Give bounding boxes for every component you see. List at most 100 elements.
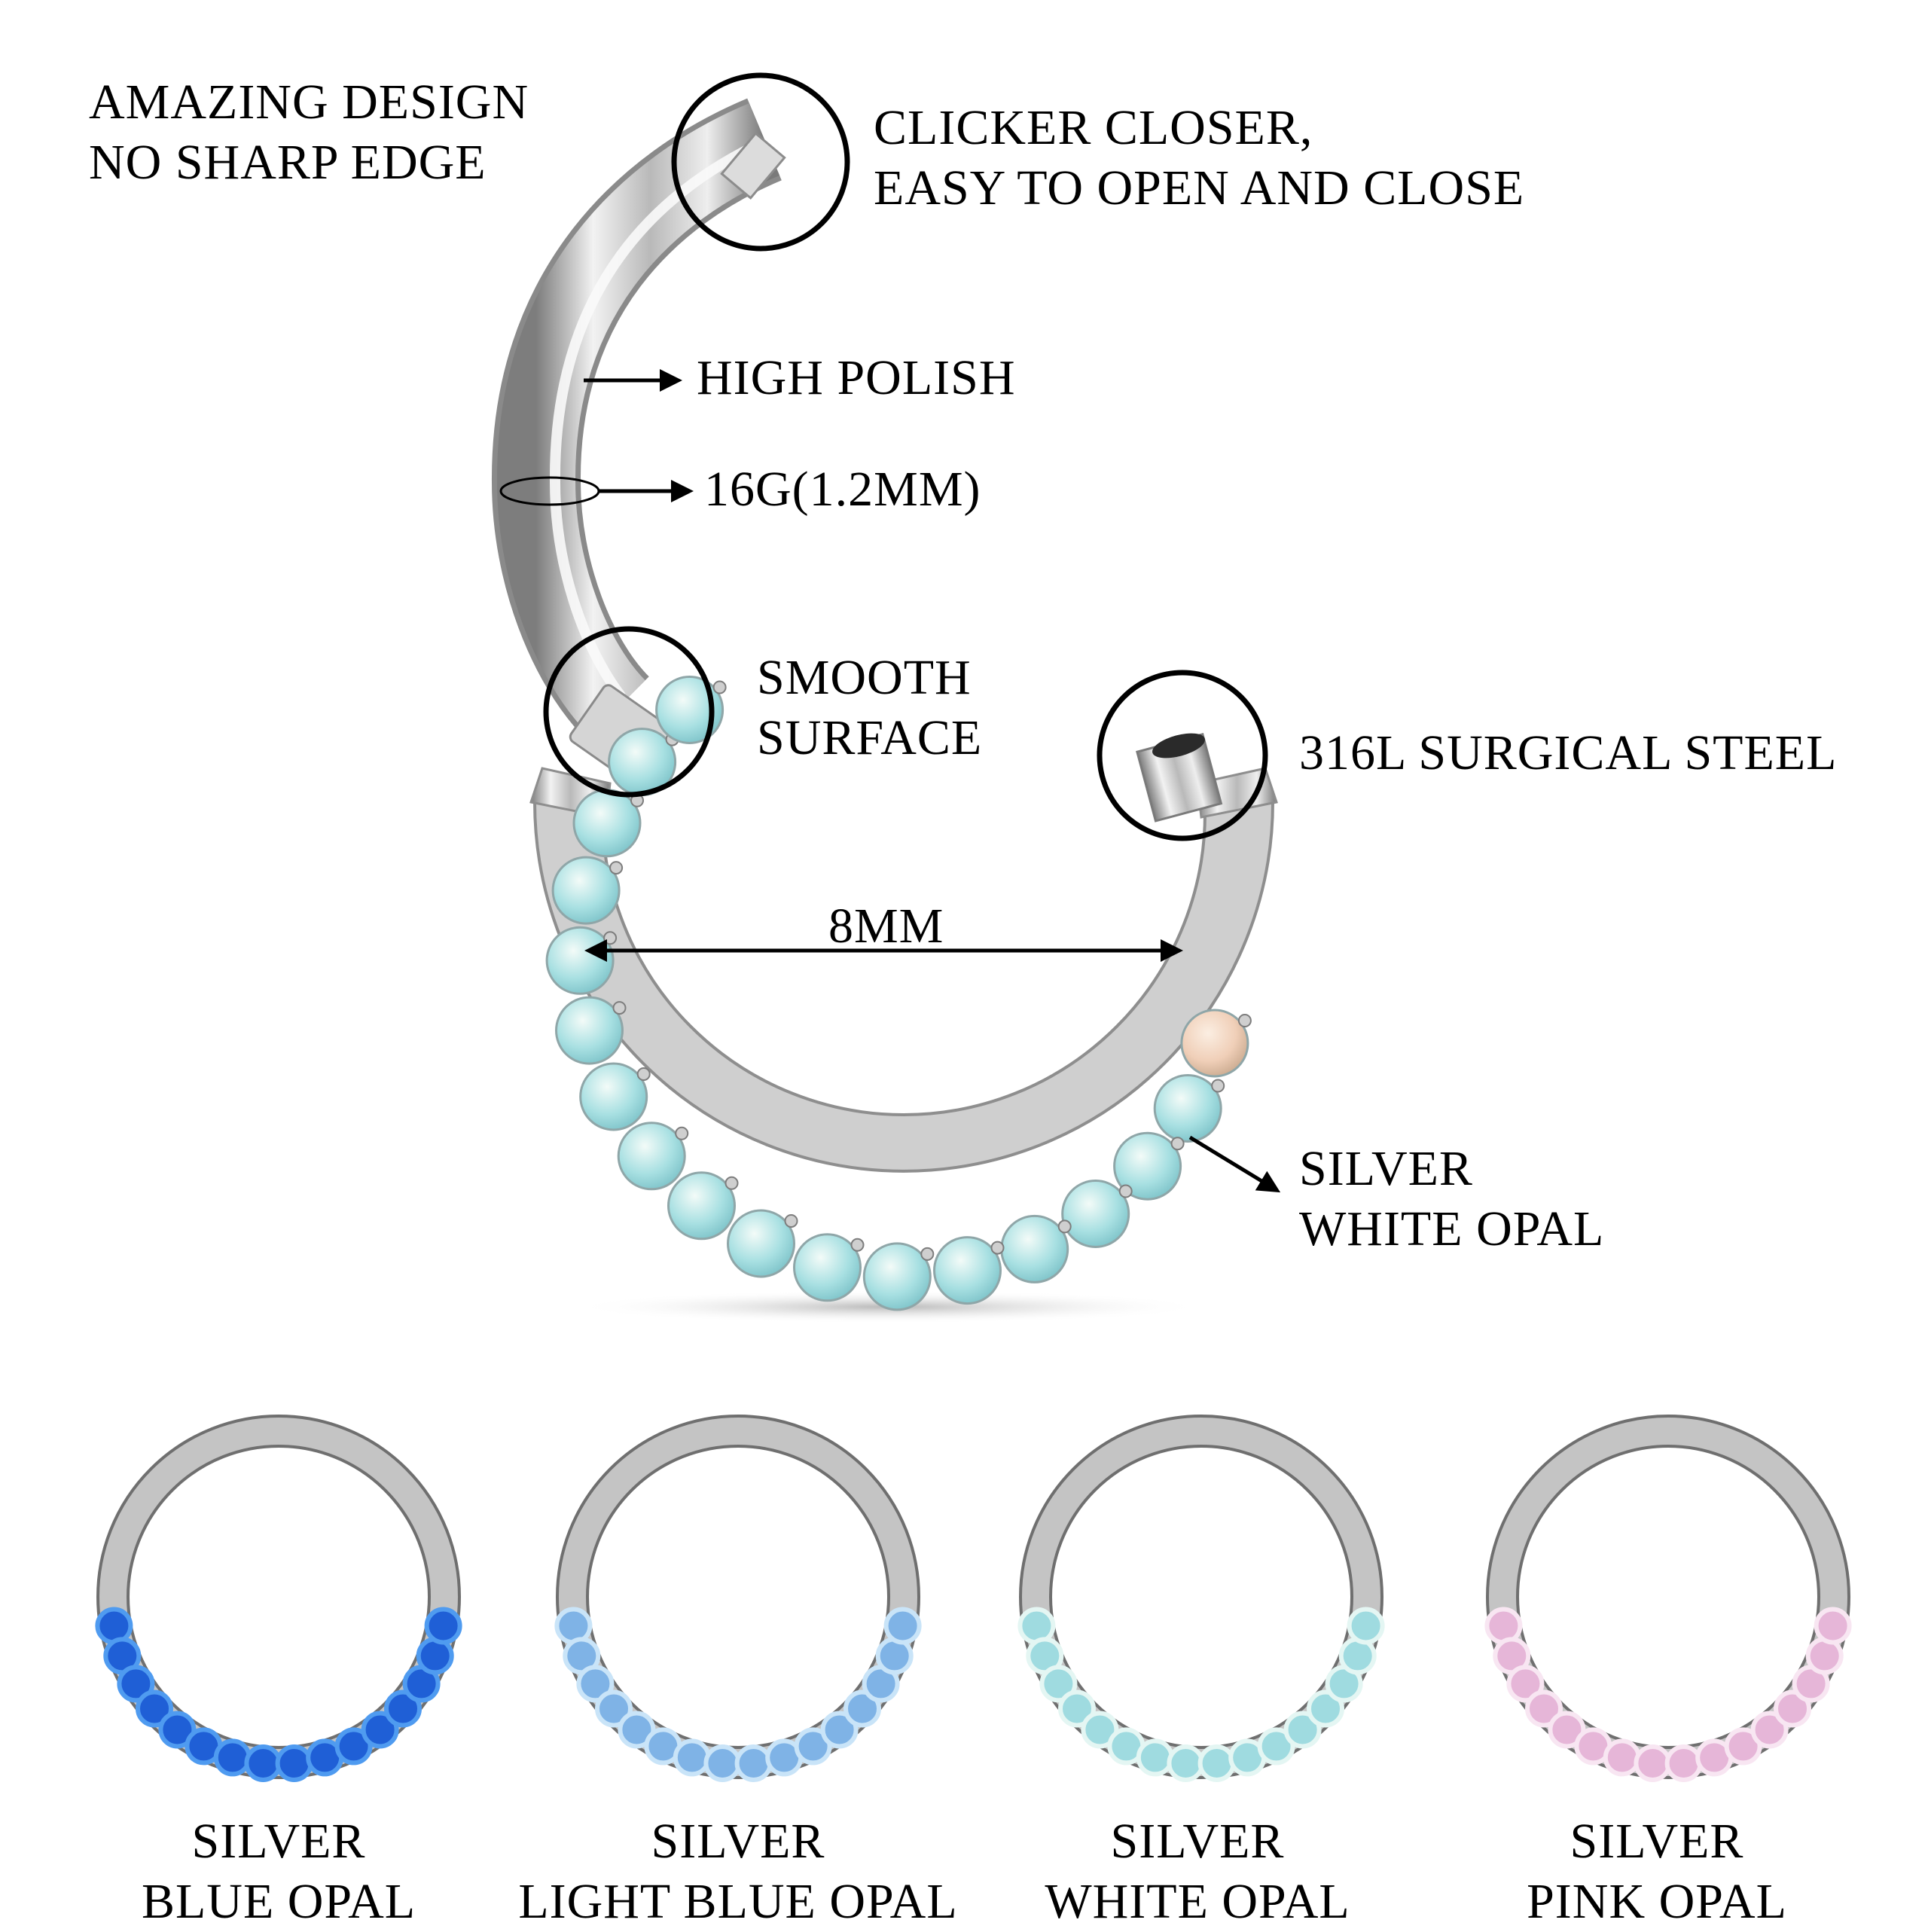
variant-gem — [1664, 1744, 1703, 1782]
variant-gem — [1750, 1711, 1789, 1749]
variant-gem — [1347, 1607, 1385, 1645]
variant-gem — [576, 1665, 615, 1703]
gem-prong — [1057, 1219, 1072, 1234]
opal-gem — [667, 1171, 736, 1241]
variant-gem — [1506, 1665, 1545, 1703]
opal-gem — [1153, 1074, 1222, 1143]
variant-gem — [275, 1744, 313, 1782]
opal-gem — [933, 1236, 1002, 1305]
gauge-label: 16G(1.2MM) — [704, 462, 981, 517]
variant-gem — [1136, 1738, 1174, 1777]
gem-prong — [609, 861, 624, 875]
gem-prong — [725, 1176, 739, 1190]
variant-gem — [1724, 1727, 1762, 1766]
polish-label: HIGH POLISH — [697, 350, 1016, 405]
opal-gem — [1061, 1180, 1130, 1248]
variant-gem — [794, 1727, 832, 1766]
gem-prong — [1237, 1014, 1252, 1027]
gem-prong — [636, 1067, 651, 1081]
opal-gem — [545, 926, 615, 995]
variant-ring-outer-edge — [1486, 1415, 1850, 1779]
variant-ring-outer-edge — [556, 1415, 920, 1779]
variant-gem — [213, 1738, 252, 1777]
variant-ring-inner-edge — [1049, 1445, 1353, 1749]
gem-prong — [990, 1241, 1005, 1255]
steel-label: 316L SURGICAL STEEL — [1299, 725, 1838, 780]
gem-prong — [712, 680, 727, 694]
variant-ring-outer-edge — [1019, 1415, 1383, 1779]
callout-circle-steel — [1097, 670, 1268, 841]
variant-gem — [673, 1738, 711, 1777]
variant-gem — [1774, 1689, 1811, 1728]
variant-gem — [136, 1689, 173, 1728]
opal-gem — [572, 789, 642, 858]
opal-gem — [1000, 1214, 1069, 1283]
gem-prong — [603, 931, 618, 945]
diameter-label: 8MM — [828, 899, 944, 954]
variant-gem — [1197, 1744, 1236, 1782]
opal-gem — [1180, 1009, 1249, 1078]
variant-ring-row — [95, 1415, 1852, 1782]
clicker-tip — [720, 132, 786, 200]
variant-ring-outer-edge — [96, 1415, 461, 1779]
variant-gem — [1814, 1607, 1852, 1645]
variant-ring — [554, 1415, 922, 1782]
gem-prong — [784, 1214, 798, 1228]
gem-prong — [1170, 1137, 1185, 1151]
variant-gem — [1307, 1689, 1344, 1728]
variant-gem — [734, 1744, 773, 1782]
main-ring-band — [532, 800, 1275, 1173]
variant-gem — [1548, 1711, 1586, 1749]
variant-gem — [361, 1711, 399, 1749]
opal-gem — [555, 996, 624, 1065]
variant-gem — [1081, 1711, 1119, 1749]
gem-prong — [675, 1126, 689, 1140]
callout-circle-clicker — [671, 72, 850, 252]
opal-gem — [727, 1209, 795, 1278]
opal-gem — [655, 676, 725, 744]
variant-gem — [158, 1711, 197, 1749]
variant-gem — [1525, 1689, 1563, 1728]
variant-gem — [1634, 1744, 1672, 1782]
variant-gem — [618, 1711, 656, 1749]
variant-gem — [1058, 1689, 1096, 1728]
variant-gem — [883, 1607, 922, 1645]
opal-gem — [862, 1242, 932, 1311]
callout-circle-smooth — [543, 626, 715, 798]
gem-prong — [612, 1001, 627, 1015]
arrow-variant — [1188, 1135, 1281, 1193]
opal-gem — [551, 856, 621, 925]
variant-ring — [95, 1415, 462, 1782]
variant-ring — [1017, 1415, 1385, 1782]
opal-gem — [1113, 1131, 1182, 1201]
gem-prong — [920, 1247, 935, 1261]
variant-ring-inner-edge — [586, 1445, 890, 1749]
variant-ring — [1484, 1415, 1852, 1782]
variant-gem — [334, 1727, 373, 1766]
gem-prong — [850, 1238, 865, 1252]
main-gem-row — [545, 676, 1252, 1311]
opal-gem — [793, 1233, 862, 1302]
variant-gem — [1283, 1711, 1322, 1749]
opal-gem — [617, 1122, 686, 1191]
opal-gem — [579, 1062, 648, 1131]
variant-gem — [424, 1607, 462, 1645]
clicker-label: CLICKER CLOSER,EASY TO OPEN AND CLOSE — [874, 100, 1525, 215]
variant-gem — [1039, 1665, 1078, 1703]
variant-gem — [117, 1665, 155, 1703]
variant-gem — [1603, 1738, 1641, 1777]
gem-prong — [1211, 1079, 1225, 1093]
variant-gem — [820, 1711, 859, 1749]
variant-ring-inner-edge — [127, 1445, 431, 1749]
variant-gem — [595, 1689, 633, 1728]
variant-ring-inner-edge — [1516, 1445, 1820, 1749]
variant-gem — [703, 1744, 742, 1782]
